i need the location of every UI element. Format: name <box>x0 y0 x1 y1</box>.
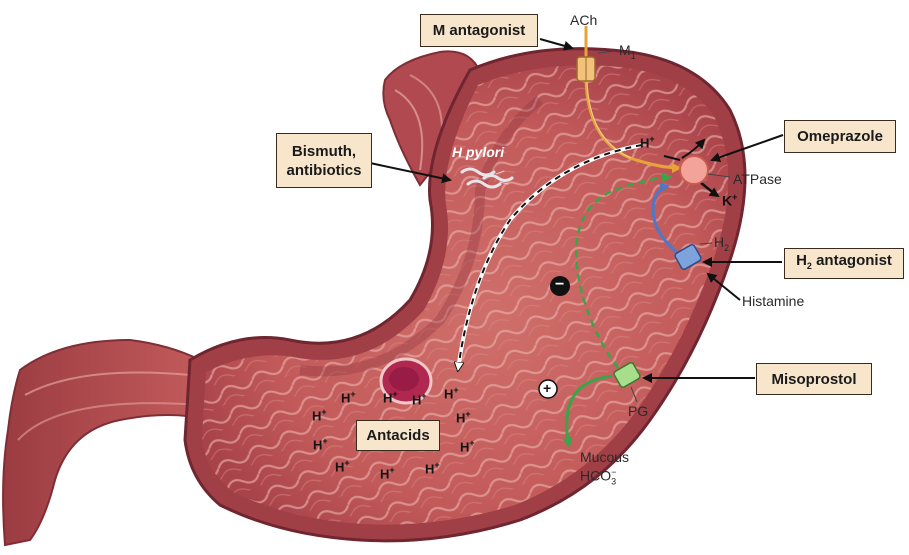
h-ion-main: H <box>640 135 650 151</box>
h2-main: H <box>714 234 725 250</box>
histamine-label: Histamine <box>742 293 805 309</box>
pg-inhibit-pathway <box>575 172 672 369</box>
h-ion-main: H <box>312 408 322 424</box>
h2-antagonist-sub: 2 <box>806 261 812 271</box>
minus-sign-label: − <box>555 276 565 293</box>
h2-antagonist-h: H <box>796 252 807 269</box>
k-main: K <box>722 192 733 209</box>
hco3-label: HCO3− <box>580 467 616 486</box>
omeprazole-label: Omeprazole <box>797 128 883 145</box>
atpase-label: ATPase <box>733 171 782 187</box>
h-ion: H+ <box>335 458 350 474</box>
h-ion: H+ <box>456 409 471 425</box>
h-ion: H+ <box>313 436 328 452</box>
h-ion-main: H <box>444 386 454 402</box>
h-ion-sup: + <box>389 465 395 475</box>
misoprostol-label: Misoprostol <box>771 370 857 388</box>
duodenum <box>2 338 212 547</box>
m1-main: M <box>619 42 631 58</box>
h-ion-sup: + <box>392 389 398 399</box>
k-arrow <box>699 181 720 198</box>
h-ion-sup: + <box>322 436 328 446</box>
h-ion-atpase: H+ <box>640 134 655 150</box>
h-ion: H+ <box>312 407 327 423</box>
mucous-label: Mucous <box>580 449 630 465</box>
h-ion-sup: + <box>453 385 459 395</box>
h-ion-main: H <box>383 390 393 406</box>
antacids-label: Antacids <box>366 427 430 444</box>
h-ion: H+ <box>383 389 398 405</box>
k-sup: + <box>732 192 738 202</box>
plus-sign-label: + <box>543 380 552 396</box>
bismuth-label-line1: Bismuth, <box>291 142 357 160</box>
m-antagonist-label: M antagonist <box>432 22 526 39</box>
h-ion: H+ <box>380 465 395 481</box>
h-ion-sup: + <box>465 409 471 419</box>
hco3-sup: − <box>611 467 617 477</box>
h-ion-sup: + <box>350 389 356 399</box>
bacteria-icon <box>460 167 514 189</box>
h2-antagonist-box: H2 antagonist <box>784 248 904 279</box>
h-ion-sup: + <box>469 438 475 448</box>
h2-receptor-icon <box>674 244 702 270</box>
hco3-sub: 3 <box>611 476 617 487</box>
h-ion-main: H <box>456 410 466 426</box>
pg-label: PG <box>628 403 649 419</box>
histamine-pathway <box>651 182 681 257</box>
h-ion-sup: + <box>649 134 655 144</box>
h-ion-sup: + <box>421 391 427 401</box>
pg-mucous-pathway <box>562 374 613 448</box>
h2-label: H2 <box>714 234 729 253</box>
h-ion: H+ <box>444 385 459 401</box>
hco3-main: HCO <box>580 467 612 484</box>
h-pylori-label: H pylori <box>452 144 505 160</box>
ach-label: ACh <box>570 12 598 28</box>
h-ion-sup: + <box>434 460 440 470</box>
h-ion-main: H <box>425 461 435 477</box>
omeprazole-box: Omeprazole <box>784 120 896 153</box>
inhibit-sign <box>550 276 570 296</box>
h-ion: H+ <box>460 438 475 454</box>
pg-receptor-icon <box>613 362 641 388</box>
m1-label: M1 <box>619 42 636 61</box>
h-ion-main: H <box>460 439 470 455</box>
h-ion-sup: + <box>321 407 327 417</box>
misoprostol-box: Misoprostol <box>756 363 872 395</box>
atpase-pump-icon <box>679 155 709 185</box>
h-ion-main: H <box>313 437 323 453</box>
h-ion: H+ <box>425 460 440 476</box>
h-ion-main: H <box>380 466 390 482</box>
stimulate-sign <box>538 379 558 399</box>
h-ion-main: H <box>335 459 345 475</box>
m-antagonist-box: M antagonist <box>420 14 538 47</box>
h-ion-main: H <box>341 390 351 406</box>
k-plus-label: K+ <box>722 192 737 209</box>
h2-sub: 2 <box>724 242 730 253</box>
h2-antagonist-rest: antagonist <box>811 252 892 269</box>
h2-antagonist-label: H2 antagonist <box>796 251 892 276</box>
h-ion-main: H <box>412 392 422 408</box>
m1-sub: 1 <box>630 50 636 61</box>
h-ion-sup: + <box>344 458 350 468</box>
h-ion: H+ <box>412 391 427 407</box>
antacids-box: Antacids <box>356 420 440 451</box>
bismuth-box: Bismuth, antibiotics <box>276 133 372 188</box>
h-ion: H+ <box>341 389 356 405</box>
bismuth-label-line2: antibiotics <box>286 161 362 179</box>
